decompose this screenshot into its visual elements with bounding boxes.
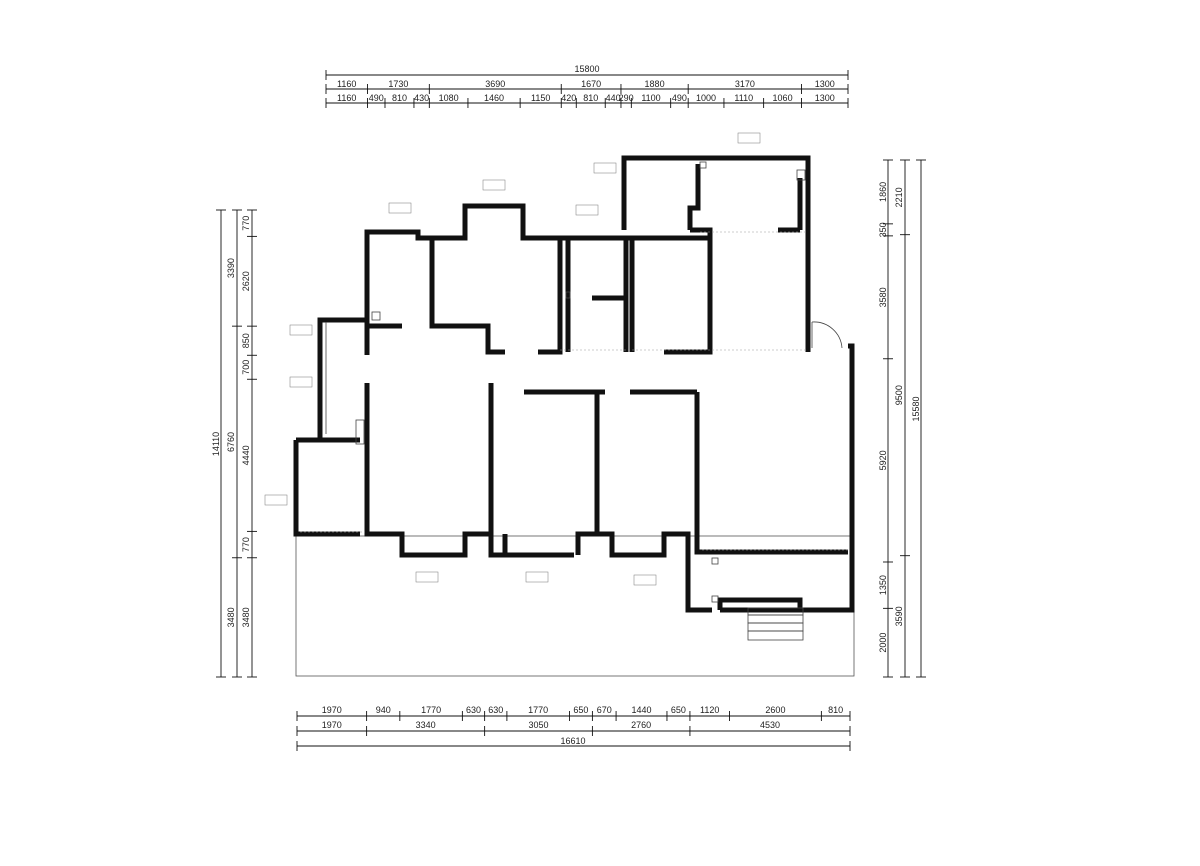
- bottom-dim-row1-label: 630: [488, 705, 503, 715]
- bottom-dim-row2-label: 3050: [529, 720, 549, 730]
- top-dim-row2-label: 490: [672, 93, 687, 103]
- top-dim-row2-label: 1300: [815, 93, 835, 103]
- bottom-dim-row1-label: 940: [376, 705, 391, 715]
- top-dim-row1-label: 1880: [645, 79, 665, 89]
- top-dim-row2-label: 1150: [531, 93, 550, 103]
- bottom-dim-row1-label: 650: [671, 705, 686, 715]
- top-dimension-chain: 15800 1160 1730 3690 1670 1880 3170 1300 1160 4…: [325, 64, 849, 108]
- right-dimension-chain: 15580 2210 9500 3590 1860 350 3580 5920 1350 20…: [878, 159, 926, 678]
- bottom-dim-row1-label: 810: [828, 705, 843, 715]
- left-dim-outer-label: 6760: [226, 432, 236, 452]
- right-dim-outer-label: 3590: [894, 606, 904, 626]
- right-dim-inner-label: 2000: [878, 633, 888, 653]
- bottom-dim-row1-label: 1970: [322, 705, 342, 715]
- right-dim-inner-label: 350: [878, 222, 888, 237]
- top-dim-row1-label: 1300: [815, 79, 835, 89]
- right-dim-inner-label: 1350: [878, 575, 888, 595]
- top-dim-row2-label: 1110: [734, 93, 753, 103]
- top-dim-row1-label: 1730: [388, 79, 408, 89]
- top-dim-row2-label: 1100: [641, 93, 660, 103]
- top-dim-row2-label: 1000: [696, 93, 716, 103]
- bottom-dim-row2-label: 4530: [760, 720, 780, 730]
- bottom-dim-row1-label: 1440: [632, 705, 652, 715]
- top-dim-row2-label: 1060: [773, 93, 793, 103]
- bottom-dim-row2-label: 3340: [416, 720, 436, 730]
- bottom-dim-row1-label: 1770: [528, 705, 548, 715]
- top-dim-row2-label: 1160: [337, 93, 356, 103]
- left-overall-dim: 14110: [211, 432, 221, 456]
- left-dim-inner-label: 2620: [241, 271, 251, 291]
- bottom-dim-row1-label: 1120: [700, 705, 719, 715]
- right-dim-inner-label: 3580: [878, 287, 888, 307]
- top-dim-row2-label: 430: [414, 93, 429, 103]
- bottom-dim-row2-label: 1970: [322, 720, 342, 730]
- bottom-dim-row1-label: 2600: [765, 705, 785, 715]
- bottom-dim-row1-label: 1770: [421, 705, 441, 715]
- left-dim-inner-label: 4440: [241, 445, 251, 465]
- left-dim-outer-label: 3480: [226, 607, 236, 627]
- bottom-dim-row1-label: 650: [573, 705, 588, 715]
- walls: [293, 155, 855, 613]
- top-dim-row1-label: 1160: [337, 79, 356, 89]
- top-dim-row2-label: 290: [619, 93, 634, 103]
- bottom-overall-dim: 16610: [560, 736, 585, 746]
- right-dim-inner-label: 1860: [878, 182, 888, 202]
- left-dim-inner-label: 3480: [241, 607, 251, 627]
- left-dim-inner-label: 700: [241, 360, 251, 375]
- top-dim-row2-label: 1460: [484, 93, 504, 103]
- top-dim-row2-label: 1080: [439, 93, 459, 103]
- right-dim-outer-label: 9500: [894, 385, 904, 405]
- top-dim-row2-label: 810: [392, 93, 407, 103]
- bottom-dim-row1-label: 670: [597, 705, 612, 715]
- right-overall-dim: 15580: [911, 396, 921, 421]
- bottom-dim-row2-label: 2760: [631, 720, 651, 730]
- left-dim-inner-label: 770: [241, 537, 251, 552]
- top-dim-row2-label: 420: [561, 93, 576, 103]
- window-tags: [264, 132, 761, 586]
- left-dim-outer-label: 3390: [226, 258, 236, 278]
- left-dim-inner-label: 770: [241, 216, 251, 231]
- right-dim-inner-label: 5920: [878, 450, 888, 470]
- left-dim-inner-label: 850: [241, 333, 251, 348]
- top-dim-row2-label: 490: [369, 93, 384, 103]
- bottom-dimension-chain: 1970 940 1770 630 630 1770 650 670 1440 650 1120 26…: [296, 705, 851, 751]
- top-overall-dim: 15800: [574, 64, 599, 74]
- garden-outline: [295, 535, 855, 677]
- top-dim-row1-label: 3170: [735, 79, 755, 89]
- top-dim-row1-label: 1670: [581, 79, 601, 89]
- right-dim-outer-label: 2210: [894, 187, 904, 207]
- detail-lines: [300, 161, 848, 641]
- top-dim-row1-label: 3690: [485, 79, 505, 89]
- top-dim-row2-label: 440: [606, 93, 621, 103]
- left-dimension-chain: 14110 3390 6760 3480 770 2620 850 700 4440 770 3…: [211, 209, 257, 678]
- bottom-dim-row1-label: 630: [466, 705, 481, 715]
- top-dim-row2-label: 810: [583, 93, 598, 103]
